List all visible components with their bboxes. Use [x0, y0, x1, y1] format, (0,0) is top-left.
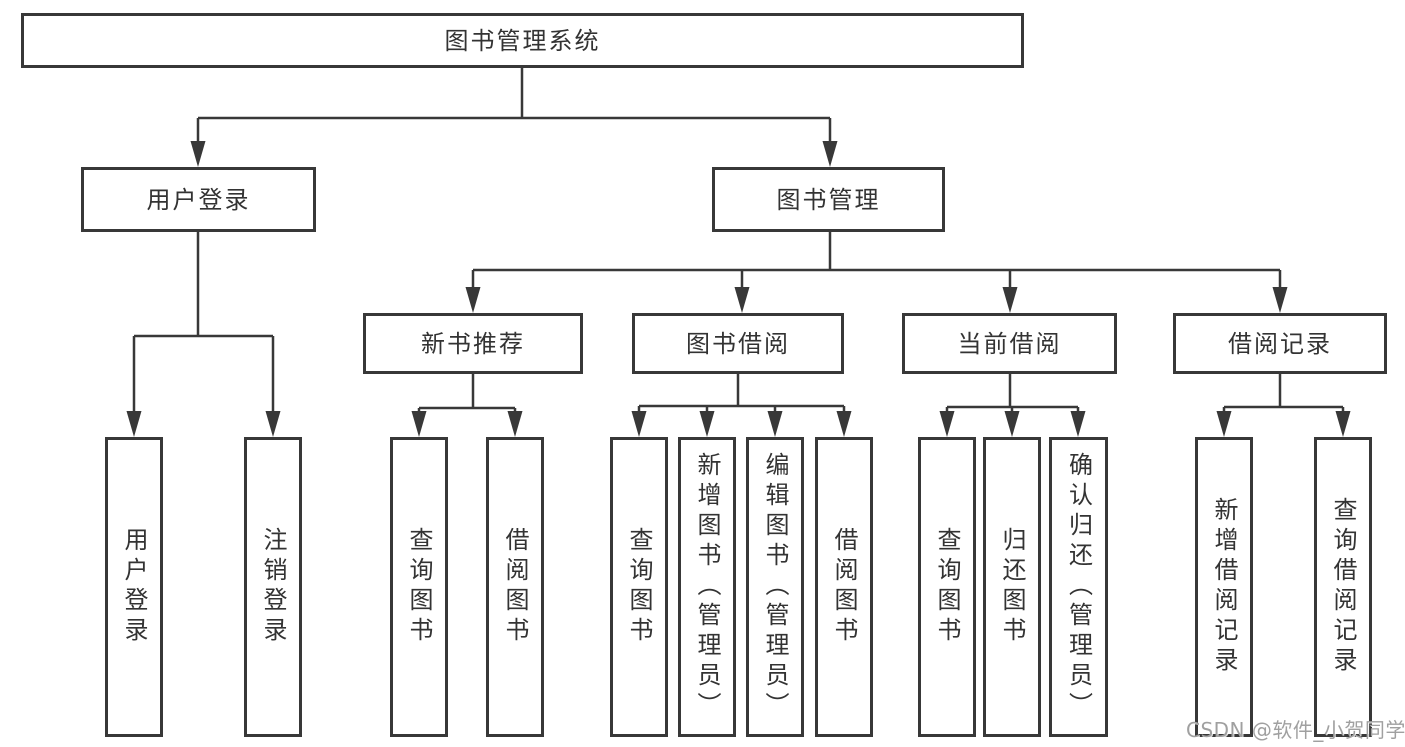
node-new-book-recommend: 新书推荐 [363, 313, 583, 374]
node-leaf-confirm-return-admin: 确认归还（管理员） [1049, 437, 1108, 737]
node-leaf-return-book: 归还图书 [983, 437, 1041, 737]
arrowhead-icon [507, 411, 523, 437]
node-leaf-edit-book-admin-label: 编辑图书（管理员） [761, 452, 789, 722]
node-leaf-query-books-1: 查询图书 [390, 437, 448, 737]
arrowhead-icon [190, 141, 206, 167]
arrowhead-icon [699, 411, 715, 437]
node-leaf-query-books-2-label: 查询图书 [625, 527, 653, 647]
arrowhead-icon [1002, 287, 1018, 313]
node-leaf-query-books-2: 查询图书 [610, 437, 668, 737]
node-leaf-query-borrow-record: 查询借阅记录 [1314, 437, 1372, 737]
node-leaf-query-books-3: 查询图书 [918, 437, 976, 737]
node-leaf-query-borrow-record-label: 查询借阅记录 [1329, 497, 1357, 677]
arrowhead-icon [1216, 411, 1232, 437]
node-leaf-borrow-books-1: 借阅图书 [486, 437, 544, 737]
arrowhead-icon [1335, 411, 1351, 437]
node-user-login: 用户登录 [81, 167, 316, 232]
node-leaf-borrow-books-2: 借阅图书 [815, 437, 873, 737]
arrowhead-icon [631, 411, 647, 437]
node-leaf-logout: 注销登录 [244, 437, 302, 737]
arrowhead-icon [1272, 287, 1288, 313]
arrowhead-icon [265, 411, 281, 437]
node-leaf-add-book-admin-label: 新增图书（管理员） [693, 452, 721, 722]
arrowhead-icon [465, 287, 481, 313]
node-book-borrowing-label: 图书借阅 [686, 329, 790, 358]
node-leaf-borrow-books-2-label: 借阅图书 [830, 527, 858, 647]
node-leaf-query-books-1-label: 查询图书 [405, 527, 433, 647]
node-leaf-confirm-return-admin-label: 确认归还（管理员） [1064, 452, 1093, 722]
arrowhead-icon [1004, 411, 1020, 437]
node-user-login-label: 用户登录 [146, 185, 251, 214]
node-root-label: 图书管理系统 [444, 26, 601, 55]
arrowhead-icon [939, 411, 955, 437]
node-borrowing-records-label: 借阅记录 [1228, 329, 1332, 358]
node-book-borrowing: 图书借阅 [632, 313, 844, 374]
node-leaf-logout-label: 注销登录 [259, 527, 287, 647]
arrowhead-icon [836, 411, 852, 437]
arrowhead-icon [1070, 411, 1086, 437]
node-leaf-user-login: 用户登录 [105, 437, 163, 737]
node-leaf-return-book-label: 归还图书 [998, 527, 1026, 647]
arrowhead-icon [411, 411, 427, 437]
node-leaf-borrow-books-1-label: 借阅图书 [501, 527, 529, 647]
node-root: 图书管理系统 [21, 13, 1024, 68]
node-book-management-label: 图书管理 [776, 185, 881, 214]
watermark: CSDN @软件_小贺同学 [1186, 718, 1405, 742]
arrowhead-icon [734, 287, 750, 313]
arrowhead-icon [126, 411, 142, 437]
node-current-borrowing-label: 当前借阅 [957, 329, 1062, 358]
node-current-borrowing: 当前借阅 [902, 313, 1117, 374]
node-leaf-user-login-label: 用户登录 [120, 527, 148, 647]
node-new-book-recommend-label: 新书推荐 [421, 329, 525, 358]
node-leaf-add-borrow-record: 新增借阅记录 [1195, 437, 1253, 737]
node-leaf-query-books-3-label: 查询图书 [933, 527, 961, 647]
node-leaf-edit-book-admin: 编辑图书（管理员） [746, 437, 804, 737]
node-leaf-add-borrow-record-label: 新增借阅记录 [1210, 497, 1238, 677]
arrowhead-icon [822, 141, 838, 167]
node-leaf-add-book-admin: 新增图书（管理员） [678, 437, 736, 737]
node-borrowing-records: 借阅记录 [1173, 313, 1387, 374]
node-book-management: 图书管理 [712, 167, 945, 232]
arrowhead-icon [767, 411, 783, 437]
